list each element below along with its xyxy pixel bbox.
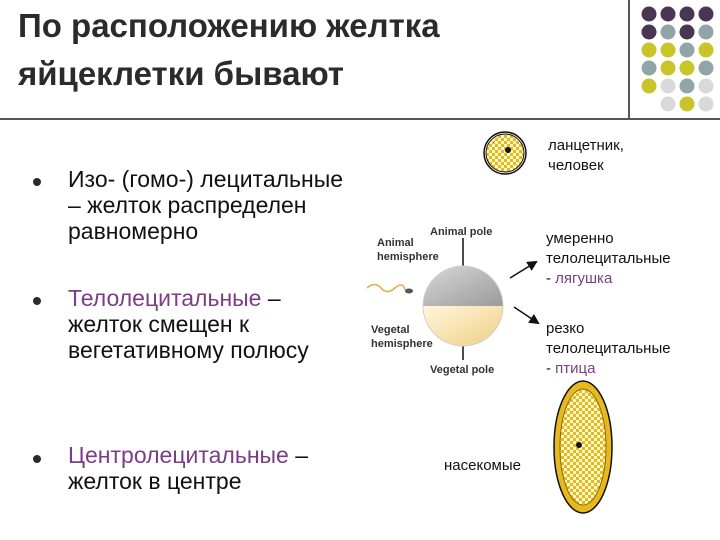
caption-moderate-prefix: - [546,270,556,287]
label-animal-hemisphere: Animal hemisphere [377,236,439,264]
decor-dot [641,6,657,22]
sperm-icon [366,283,413,294]
bullet-centro-line2: желток в центре [68,468,242,494]
title-line-2: яйцеклетки бывают [18,55,344,92]
decor-dot [679,96,695,112]
bullet-centro: Центролецитальные – желток в центре [68,442,308,494]
decor-dot [679,60,695,76]
bullet-iso-line2: – желток распределен [68,192,307,218]
label-vegetal-hemisphere-2: hemisphere [371,338,433,350]
bullet-marker [33,455,41,463]
bullet-telo-dash: – [261,285,281,311]
isolecithal-egg-icon [483,131,527,175]
bullet-telo-line3: вегетативному полюсу [68,337,309,363]
decor-dot [698,24,714,40]
bullet-marker [33,178,41,186]
bullet-marker [33,297,41,305]
decor-horizontal-line [0,118,720,120]
caption-iso: ланцетник, человек [548,136,624,176]
bullet-iso-head: Изо- (гомо-) лецитальные [68,166,344,192]
slide-title: По расположению желтка яйцеклетки бывают [18,2,578,98]
centrolecithal-egg-icon [553,380,613,514]
arrow-icon [509,260,538,279]
decor-dot [641,24,657,40]
decor-dot [679,6,695,22]
bullet-telo: Телолецитальные – желток смещен к вегета… [68,285,309,363]
caption-sharp-line2: телолецитальные [546,340,671,357]
arrow-icon [513,306,540,325]
caption-sharp-prefix: - [546,360,556,377]
decor-dot [698,78,714,94]
bullet-iso: Изо- (гомо-) лецитальные – желток распре… [68,166,343,244]
caption-sharp-animal: птица [555,360,596,377]
caption-moderate: умеренно телолецитальные - лягушка [546,229,671,289]
decor-dot [679,42,695,58]
title-line-1: По расположению желтка [18,7,440,44]
bullet-centro-dash: – [288,442,309,468]
caption-sharp: резко телолецитальные - птица [546,319,671,379]
decor-dot-grid [641,6,714,112]
decor-dot [698,6,714,22]
decor-dot [660,96,676,112]
telolecithal-egg-icon [422,238,504,360]
decor-dot [660,6,676,22]
caption-iso-line2: человек [548,157,604,174]
caption-moderate-animal: лягушка [555,270,613,287]
label-vegetal-hemisphere-1: Vegetal [371,324,410,336]
decor-dot [679,24,695,40]
label-vegetal-hemisphere: Vegetal hemisphere [371,323,433,351]
bullet-centro-head: Центролецитальные [68,442,289,468]
caption-iso-line1: ланцетник, [548,137,624,154]
decor-dot [660,42,676,58]
label-vegetal-pole: Vegetal pole [430,364,495,376]
caption-moderate-line1: умеренно [546,230,614,247]
decor-dot [698,60,714,76]
decor-dot [641,42,657,58]
bullet-telo-head: Телолецитальные [68,285,262,311]
bullet-telo-line2: желток смещен к [68,311,250,337]
bullet-iso-line3: равномерно [68,218,199,244]
caption-centro: насекомые [444,457,521,474]
decor-dot [641,60,657,76]
decor-dot [660,60,676,76]
label-animal-pole: Animal pole [430,226,493,238]
decor-dot [698,42,714,58]
caption-sharp-line1: резко [546,320,585,337]
decor-dot [660,24,676,40]
caption-moderate-line2: телолецитальные [546,250,671,267]
decor-dot [698,96,714,112]
decor-dot [679,78,695,94]
decor-dot [660,78,676,94]
decor-vertical-line [628,0,630,120]
label-animal-hemisphere-1: Animal [377,237,414,249]
decor-dot [641,78,657,94]
label-animal-hemisphere-2: hemisphere [377,251,439,263]
